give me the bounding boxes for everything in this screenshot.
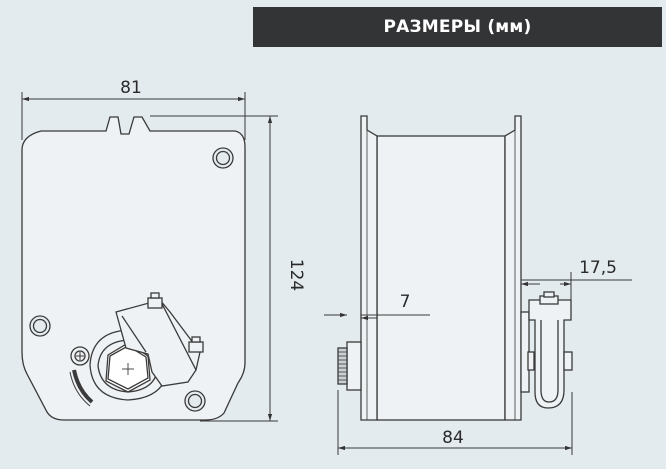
side-clamp bbox=[520, 291, 573, 409]
dim-height bbox=[150, 115, 278, 422]
dim-width-label: 81 bbox=[120, 78, 142, 98]
dim-depth bbox=[337, 390, 573, 455]
side-flange-left bbox=[360, 115, 378, 421]
side-body bbox=[376, 135, 506, 421]
side-flange-right bbox=[504, 115, 522, 421]
dim-depth-label: 84 bbox=[442, 428, 464, 448]
dim-flange-label: 7 bbox=[400, 292, 411, 312]
front-view bbox=[21, 92, 278, 422]
header-bar: РАЗМЕРЫ (мм) bbox=[253, 7, 662, 47]
dim-clamp-offset bbox=[521, 272, 632, 300]
dim-clamp-offset-label: 17,5 bbox=[579, 258, 617, 278]
shaft-clamp bbox=[115, 292, 204, 387]
release-knob bbox=[70, 346, 90, 366]
side-knob bbox=[337, 341, 362, 391]
dim-flange bbox=[324, 312, 430, 321]
side-view bbox=[324, 115, 632, 455]
header-title: РАЗМЕРЫ (мм) bbox=[383, 17, 532, 37]
dim-height-label: 124 bbox=[286, 259, 306, 291]
gear-segment bbox=[69, 369, 94, 407]
